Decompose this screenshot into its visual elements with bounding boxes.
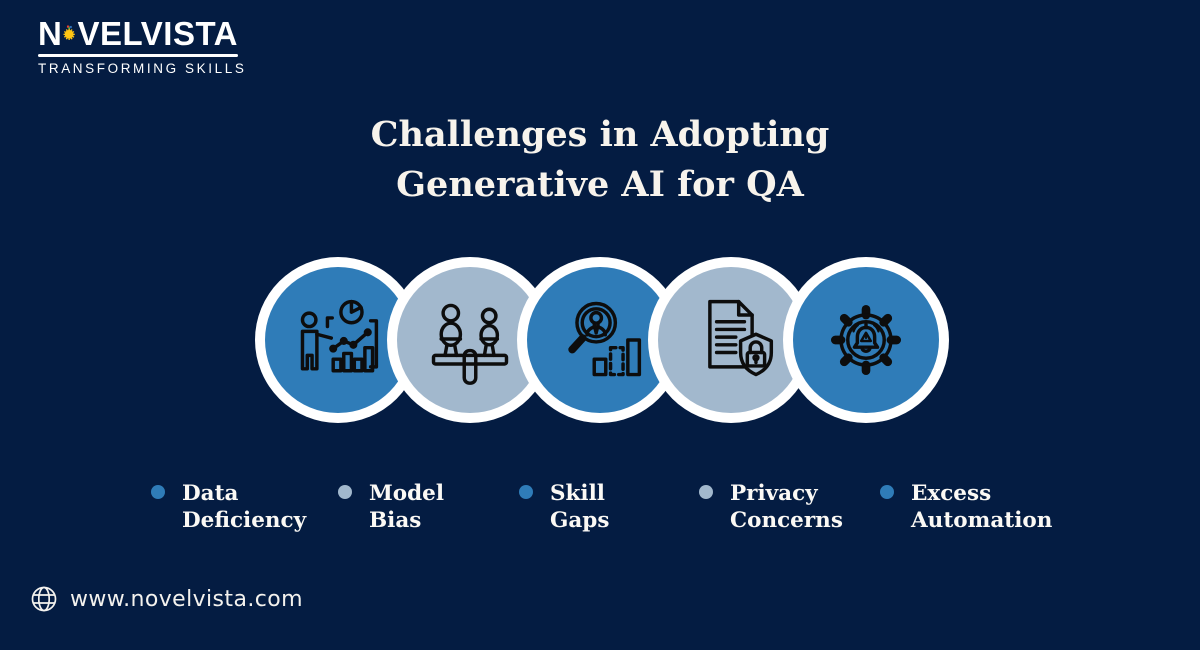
magnifier-talent-gap-icon xyxy=(568,301,642,377)
brand-logo: N VELVISTA TRANSFORMING SKILLS xyxy=(38,16,247,76)
page-title: Challenges in Adopting Generative AI for… xyxy=(0,110,1200,209)
challenge-label-text: Skill Gaps xyxy=(550,480,609,534)
page-title-line2: Generative AI for QA xyxy=(396,163,804,205)
bullet-dot xyxy=(880,485,894,499)
footer: www.novelvista.com xyxy=(30,585,303,613)
globe-icon xyxy=(31,586,57,612)
bullet-dot xyxy=(338,485,352,499)
challenge-label-excess-automation: Excess Automation xyxy=(880,480,1052,534)
bullet-dot xyxy=(151,485,165,499)
brand-tagline: TRANSFORMING SKILLS xyxy=(38,60,247,76)
brand-wordmark: N VELVISTA xyxy=(38,16,238,50)
challenge-circle-data-deficiency xyxy=(255,257,421,423)
label-line2: Gaps xyxy=(550,508,610,534)
label-line2: Deficiency xyxy=(182,508,307,534)
footer-website-link[interactable]: www.novelvista.com xyxy=(70,586,303,612)
label-line2: Bias xyxy=(369,508,422,534)
challenge-label-text: Privacy Concerns xyxy=(730,480,843,534)
challenge-circle-skill-gaps xyxy=(517,257,683,423)
person-analytics-icon xyxy=(300,299,379,373)
challenge-circle-model-bias xyxy=(387,257,553,423)
logo-divider xyxy=(38,54,238,57)
label-line1: Excess xyxy=(911,481,992,506)
challenge-circle-privacy-concerns xyxy=(648,257,814,423)
brand-name-prefix: N xyxy=(38,14,63,52)
challenge-label-text: Model Bias xyxy=(369,480,444,534)
page-title-line1: Challenges in Adopting xyxy=(370,114,830,155)
challenge-label-text: Excess Automation xyxy=(911,480,1052,534)
challenge-label-text: Data Deficiency xyxy=(182,480,306,534)
sun-logo-icon xyxy=(63,25,76,41)
circle-fill xyxy=(793,267,939,413)
challenge-label-privacy-concerns: Privacy Concerns xyxy=(699,480,843,534)
label-line2: Automation xyxy=(911,508,1053,534)
label-line1: Data xyxy=(182,481,239,506)
challenge-label-data-deficiency: Data Deficiency xyxy=(151,480,306,534)
brand-name-suffix: VELVISTA xyxy=(77,14,238,52)
circle-fill xyxy=(265,267,411,413)
label-line1: Privacy xyxy=(730,481,818,506)
challenge-label-skill-gaps: Skill Gaps xyxy=(519,480,609,534)
bullet-dot xyxy=(519,485,533,499)
challenge-circle-excess-automation xyxy=(783,257,949,423)
challenge-label-model-bias: Model Bias xyxy=(338,480,444,534)
label-line1: Model xyxy=(369,481,445,506)
label-line2: Concerns xyxy=(730,508,843,534)
gear-alert-bell-icon xyxy=(830,304,902,376)
bullet-dot xyxy=(699,485,713,499)
label-line1: Skill xyxy=(550,481,605,506)
circle-fill xyxy=(658,267,804,413)
balance-bias-icon xyxy=(431,303,509,385)
document-shield-lock-icon xyxy=(708,299,774,377)
